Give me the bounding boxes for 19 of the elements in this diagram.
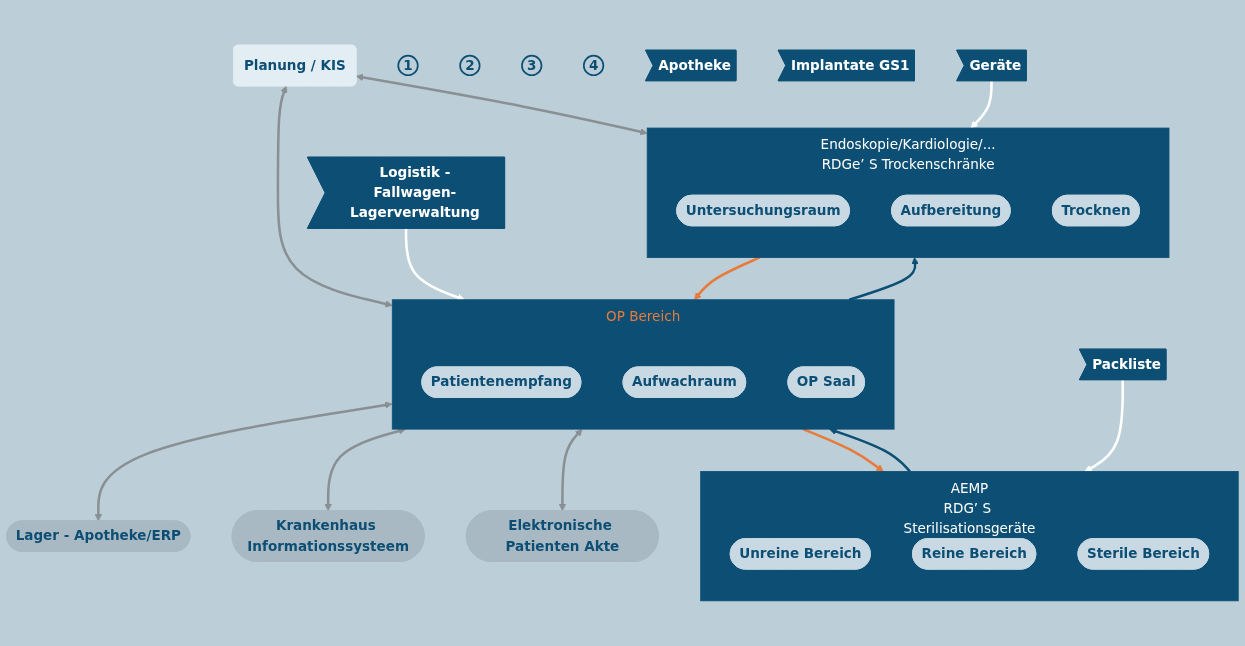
arrow xyxy=(848,257,919,301)
node-circle xyxy=(397,54,419,77)
arrow xyxy=(355,73,648,136)
arrow xyxy=(276,85,393,308)
arrow xyxy=(970,80,993,129)
node-circle xyxy=(582,54,605,77)
arrow xyxy=(94,401,393,522)
arrow xyxy=(694,256,761,301)
arrow xyxy=(1084,379,1124,472)
cluster xyxy=(646,127,1170,258)
arrow xyxy=(558,429,583,512)
arrow xyxy=(404,228,465,301)
node-label: RDG’ S Sterilisationsgeräte xyxy=(903,500,1036,537)
node-circle xyxy=(459,54,481,77)
node-label: RDGe’ S Trockenschränke xyxy=(821,156,995,173)
cluster xyxy=(700,471,1239,602)
node-circle xyxy=(521,54,543,77)
arrow xyxy=(324,427,406,512)
cluster xyxy=(391,299,895,430)
